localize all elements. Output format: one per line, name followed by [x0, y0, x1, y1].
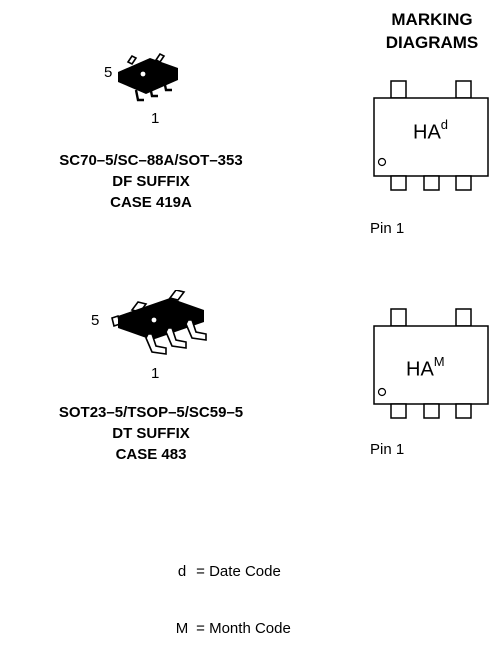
marking-2-text: HAM [406, 354, 445, 382]
sot23-label-line-3: CASE 483 [115, 446, 187, 463]
legend-text-date: = Date Code [196, 563, 281, 580]
marking-1-base: HA [413, 121, 441, 144]
marking-diagrams-header: MARKING DIAGRAMS [352, 8, 501, 54]
sc70-package-icon [118, 52, 178, 102]
sc70-package-label: SC70–5/SC–88A/SOT–353 DF SUFFIX CASE 419… [0, 150, 302, 213]
pin-1-label-diagram-2: Pin 1 [370, 441, 405, 458]
header-line-1: MARKING [391, 10, 473, 29]
sot23-package-label: SOT23–5/TSOP–5/SC59–5 DT SUFFIX CASE 483 [0, 402, 302, 465]
sot23-label-line-2: DT SUFFIX [112, 425, 190, 442]
legend-symbol-d: d [177, 563, 187, 580]
sot23-label-line-1: SOT23–5/TSOP–5/SC59–5 [58, 404, 244, 421]
legend-text-month: = Month Code [196, 620, 291, 637]
sc70-pin-1-label: 1 [151, 110, 160, 127]
sc70-label-line-3: CASE 419A [110, 194, 192, 211]
legend-row-month: M = Month Code [172, 619, 291, 638]
sc70-pin-5-label: 5 [104, 64, 113, 81]
sot23-package-icon [111, 290, 207, 355]
sc70-label-line-1: SC70–5/SC–88A/SOT–353 [59, 152, 243, 169]
header-line-2: DIAGRAMS [385, 33, 479, 52]
marking-1-text: HAd [413, 117, 449, 145]
marking-diagram-1 [373, 80, 489, 191]
marking-diagram-2 [373, 308, 489, 419]
marking-2-base: HA [406, 358, 434, 381]
sot23-pin-1-label: 1 [151, 365, 160, 382]
marking-1-superscript: d [440, 117, 449, 132]
sot23-pin-5-label: 5 [91, 312, 100, 329]
legend-row-date: d = Date Code [172, 562, 291, 581]
marking-2-superscript: M [433, 354, 445, 369]
legend: d = Date Code M = Month Code [172, 524, 291, 657]
legend-symbol-m: M [175, 620, 189, 637]
pin-1-label-diagram-1: Pin 1 [370, 220, 405, 237]
sc70-label-line-2: DF SUFFIX [112, 173, 190, 190]
